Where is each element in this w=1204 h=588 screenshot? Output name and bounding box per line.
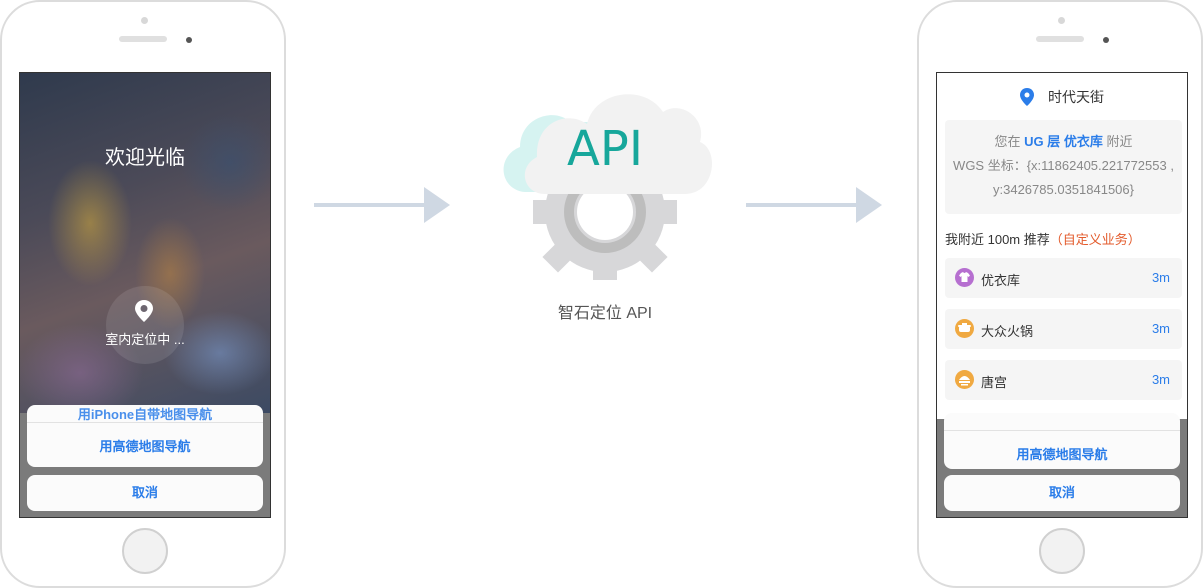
poi-name: 大众火锅 [981,324,1034,339]
proximity-sensor [1103,37,1109,43]
nearby-title: 我附近 100m 推荐（自定义业务） [945,229,1141,248]
right-phone-screen: 时代天街 您在 UG 层 优衣库 附近 WGS 坐标：{x:11862405.2… [936,72,1188,518]
nav-options-group: 用iPhone自带地图导航 用高德地图导航 [27,405,263,467]
iphone-map-nav-button[interactable]: 用iPhone自带地图导航 [77,407,213,422]
right-phone: 时代天街 您在 UG 层 优衣库 附近 WGS 坐标：{x:11862405.2… [917,0,1203,588]
current-position-box: 您在 UG 层 优衣库 附近 WGS 坐标：{x:11862405.221772… [945,120,1182,214]
poi-row-hotpot[interactable]: 大众火锅 3m [945,309,1182,349]
earpiece-speaker [119,36,167,42]
poi-row-uniqlo[interactable]: 优衣库 3m [945,258,1182,298]
poi-row-tanggong[interactable]: 唐宫 3m [945,360,1182,400]
arrow-right-icon [746,187,882,223]
cancel-button[interactable]: 取消 [944,475,1180,511]
api-text: API [567,121,643,177]
api-label: 智石定位 API [557,305,653,322]
you-are-near-line: 您在 UG 层 优衣库 附近 [945,130,1182,154]
dimsum-icon [955,370,974,389]
poi-name: 唐宫 [981,375,1008,390]
welcome-text: 欢迎光临 [105,147,185,169]
hotpot-icon [955,319,974,338]
gaode-nav-button[interactable]: 用高德地图导航 [1016,447,1108,462]
home-button[interactable] [122,528,168,574]
shirt-icon [955,268,974,287]
proximity-sensor [186,37,192,43]
you-suffix: 附近 [1106,134,1133,149]
custom-business-tag: （自定义业务） [1049,232,1141,247]
cancel-button[interactable]: 取消 [27,475,263,511]
earpiece-speaker [1036,36,1084,42]
cancel-label: 取消 [131,485,158,500]
place-header: 时代天街 [937,87,1187,107]
poi-distance: 3m [1151,321,1170,336]
cancel-label: 取消 [1048,485,1075,500]
store-label: 优衣库 [1063,134,1103,149]
locating-status: 室内定位中 ... [105,332,185,347]
nav-options-group: 用高德地图导航 [944,413,1180,469]
blurred-mall-background: 欢迎光临 室内定位中 ... [20,73,270,413]
left-phone-screen: 欢迎光临 室内定位中 ... 用iPhone自带地图导航 用高德地图导航 取消 [19,72,271,518]
poi-name: 优衣库 [981,273,1021,288]
home-button[interactable] [1039,528,1085,574]
location-pin-icon [135,300,153,322]
nearby-title-text: 我附近 100m 推荐 [945,232,1050,247]
left-phone: 欢迎光临 室内定位中 ... 用iPhone自带地图导航 用高德地图导航 取消 [0,0,286,588]
location-pin-icon [1020,88,1034,106]
wgs-coordinate-line2: y:3426785.0351841506} [993,182,1134,197]
locating-ring [106,286,184,364]
front-camera [1058,17,1065,24]
action-sheet: 用高德地图导航 取消 [937,413,1187,517]
place-name: 时代天街 [1048,89,1104,105]
wgs-coordinate-line1: WGS 坐标：{x:11862405.221772553 , [953,158,1174,173]
poi-distance: 3m [1151,270,1170,285]
you-prefix: 您在 [994,134,1021,149]
poi-distance: 3m [1151,372,1170,387]
location-info-panel: 时代天街 您在 UG 层 优衣库 附近 WGS 坐标：{x:11862405.2… [937,73,1187,419]
gaode-nav-button[interactable]: 用高德地图导航 [99,439,191,454]
arrow-right-icon [314,187,450,223]
floor-label: UG 层 [1024,134,1061,149]
action-sheet: 用iPhone自带地图导航 用高德地图导航 取消 [20,405,270,517]
front-camera [141,17,148,24]
api-cloud-gear-icon: API [503,94,712,280]
